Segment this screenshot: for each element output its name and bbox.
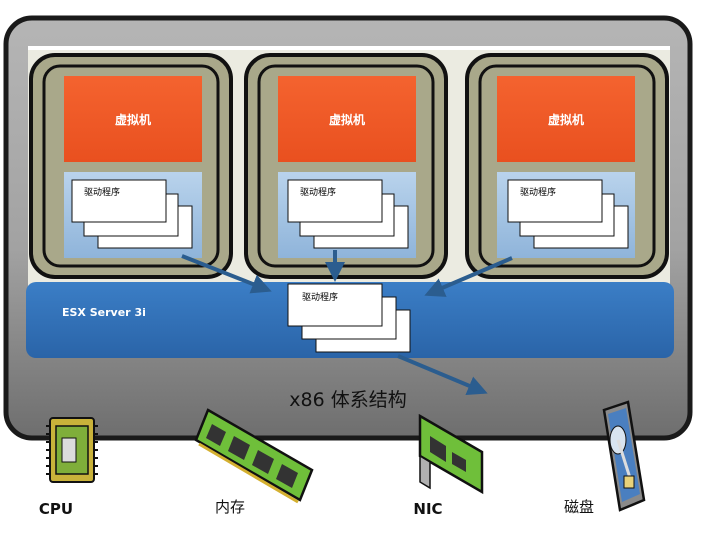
vm-inner-frame xyxy=(478,64,656,268)
arrow-vm1-to-esx xyxy=(181,254,272,294)
vm-label: 虚拟机 xyxy=(548,112,584,127)
arrow-vm3-to-esx xyxy=(424,256,513,297)
vm-label: 虚拟机 xyxy=(329,112,365,127)
hypervisor-driver-stack: 驱动程序 xyxy=(287,283,411,353)
cpu-label: CPU xyxy=(39,500,73,518)
architecture-label: x86 体系结构 xyxy=(289,389,406,411)
disk-label: 磁盘 xyxy=(564,498,594,516)
nic-label: NIC xyxy=(413,500,442,518)
data-flow-arrows xyxy=(181,250,513,396)
esx-server-label: ESX Server 3i xyxy=(62,306,146,319)
virtual-machine-2: 虚拟机 驱动程序 xyxy=(244,53,448,279)
network-card-icon xyxy=(418,413,484,495)
vm-label: 虚拟机 xyxy=(115,112,151,127)
hypervisor-driver-label: 驱动程序 xyxy=(302,291,338,303)
virtual-machine-1: 虚拟机 驱动程序 xyxy=(29,53,233,279)
driver-label: 驱动程序 xyxy=(300,186,336,198)
cpu-chip-icon xyxy=(46,417,98,483)
driver-page-1 xyxy=(71,179,167,223)
driver-page-1 xyxy=(287,283,383,327)
driver-page-1 xyxy=(507,179,603,223)
memory-label: 内存 xyxy=(215,498,245,516)
driver-page-1 xyxy=(287,179,383,223)
memory-module-icon xyxy=(194,408,314,504)
vm-os-box xyxy=(278,76,416,162)
vm-os-box xyxy=(497,76,635,162)
hard-disk-icon xyxy=(602,400,646,512)
driver-label: 驱动程序 xyxy=(84,186,120,198)
arrow-esx-to-hardware xyxy=(397,354,488,396)
vm-os-box xyxy=(64,76,202,162)
virtual-machine-3: 虚拟机 驱动程序 xyxy=(465,53,669,279)
driver-label: 驱动程序 xyxy=(520,186,556,198)
vm-inner-frame xyxy=(257,64,435,268)
vm-inner-frame xyxy=(42,64,220,268)
